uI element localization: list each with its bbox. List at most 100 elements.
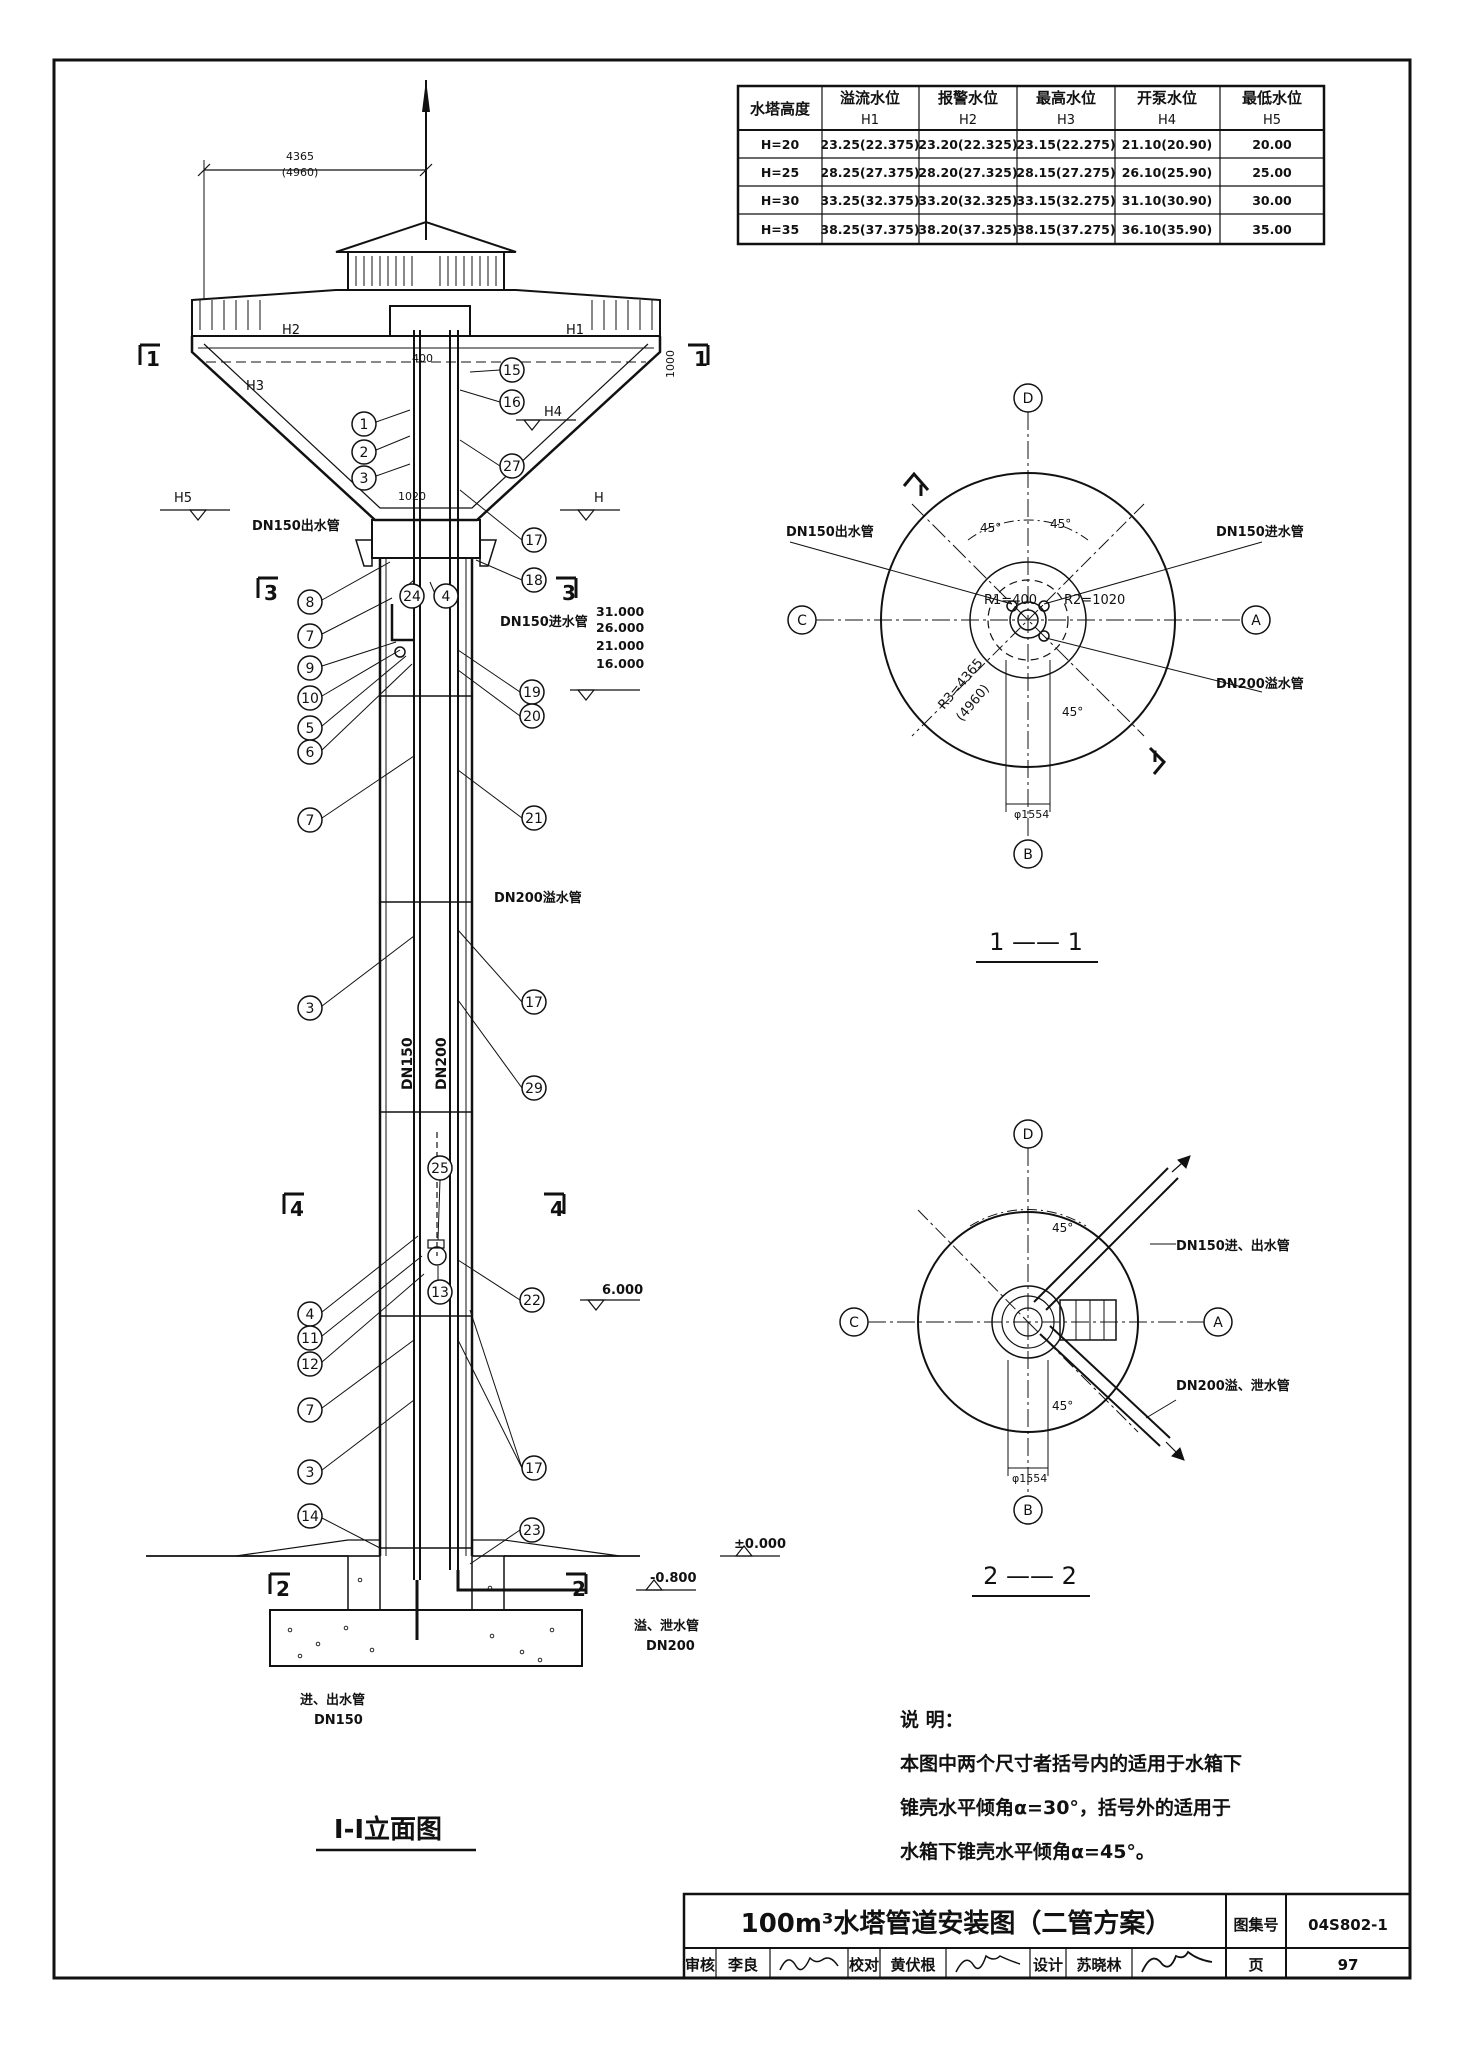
callout-bubble: 18: [475, 559, 547, 593]
check-name: 黄伏根: [890, 1956, 935, 1974]
table-row: H=35 38.25(37.375) 38.20(37.325) 38.15(3…: [761, 222, 1292, 237]
svg-text:17: 17: [525, 1461, 543, 1477]
svg-text:4: 4: [442, 589, 451, 605]
callout-bubble: 3: [351, 463, 411, 491]
axis-d-label: D: [1023, 391, 1034, 407]
svg-text:38.25(37.375): 38.25(37.375): [820, 222, 919, 237]
svg-text:3: 3: [306, 1001, 315, 1017]
level-value: 16.000: [596, 656, 645, 671]
callout-bubble: 21: [457, 769, 547, 831]
atlas-label: 图集号: [1233, 1916, 1278, 1934]
title-block-text: 100m³水塔管道安装图（二管方案） 图集号 04S802-1 审核 李良 校对…: [685, 1908, 1388, 1974]
svg-text:14: 14: [301, 1509, 319, 1525]
svg-text:6: 6: [306, 745, 315, 761]
label-phi-s11: φ1554: [1014, 808, 1049, 821]
callout-bubble: 3: [297, 935, 415, 1021]
table-row: H=20 23.25(22.375) 23.20(22.325) 23.15(2…: [761, 137, 1292, 152]
callout-bubble: 24: [399, 579, 425, 609]
callout-bubble: 6: [297, 663, 413, 765]
callout-bubble: 23: [469, 1517, 545, 1565]
callout-bubble: 10: [297, 649, 401, 711]
callout-bubble: 29: [457, 999, 547, 1101]
callout-bubble: 4: [429, 581, 459, 609]
svg-text:23: 23: [523, 1523, 541, 1539]
svg-text:31.10(30.90): 31.10(30.90): [1122, 193, 1213, 208]
axis-bubble-d: [1013, 1119, 1043, 1149]
axis-bubble-b: [1013, 839, 1043, 869]
callout-bubble: 7: [297, 1339, 415, 1423]
label-r2: R2=1020: [1064, 593, 1125, 608]
svg-text:H=20: H=20: [761, 137, 800, 152]
axis-bubble-b: [1013, 1495, 1043, 1525]
svg-text:38.20(37.325): 38.20(37.325): [918, 222, 1017, 237]
section-1-1-labels: D B C A 45° 45° 45° DN150出水管 DN150进水管 DN…: [786, 383, 1304, 963]
callout-bubble: 7: [297, 755, 415, 833]
elevation-caption: I-I立面图: [334, 1814, 442, 1845]
axis-bubble-c: [839, 1307, 869, 1337]
svg-text:21: 21: [525, 811, 543, 827]
callout-bubble: 17: [457, 929, 547, 1015]
label-inlet-top: DN150进水管: [500, 614, 588, 630]
axis-b-label: B: [1023, 1503, 1033, 1519]
svg-text:8: 8: [306, 595, 315, 611]
callout-bubble: 1: [351, 409, 411, 437]
table-header-5-sub: H5: [1263, 113, 1281, 128]
level-value: 26.000: [596, 620, 645, 635]
cut-mark-top: I: [918, 481, 924, 500]
table-row: H=25 28.25(27.375) 28.20(27.325) 28.15(2…: [761, 165, 1292, 180]
table-header-2: 报警水位: [938, 89, 998, 107]
section-mark-1-left: 1: [146, 347, 160, 371]
table-header-1-sub: H1: [861, 113, 879, 128]
axis-bubble-a: [1203, 1307, 1233, 1337]
page-number: 97: [1338, 1956, 1359, 1974]
axis-d-label: D: [1023, 1127, 1034, 1143]
label-bottom-left-1: 进、出水管: [300, 1692, 365, 1708]
svg-text:7: 7: [306, 1403, 315, 1419]
label-outlet-s11: DN150出水管: [786, 524, 874, 540]
drawing-title: 100m³水塔管道安装图（二管方案）: [741, 1908, 1172, 1939]
callout-bubble: 3: [297, 1399, 415, 1485]
level-h3: H3: [246, 379, 264, 394]
axis-c-label: C: [849, 1315, 859, 1331]
callout-bubble: 15: [469, 357, 525, 383]
callout-bubble: 25: [427, 1155, 453, 1241]
svg-text:25.00: 25.00: [1252, 165, 1292, 180]
level-0: ±0.000: [734, 1537, 786, 1552]
label-overflow-s22: DN200溢、泄水管: [1176, 1378, 1290, 1394]
section-mark-3-left: 3: [264, 581, 278, 605]
svg-text:5: 5: [306, 721, 315, 737]
label-bottom-right-1: 溢、泄水管: [634, 1618, 699, 1634]
notes-title: 说 明：: [900, 1709, 964, 1731]
callout-bubble: 11: [297, 1255, 423, 1351]
svg-text:18: 18: [525, 573, 543, 589]
title-block: [682, 1892, 1412, 1980]
svg-text:H=30: H=30: [761, 193, 800, 208]
design-label: 设计: [1033, 1956, 1063, 1974]
svg-text:10: 10: [301, 691, 319, 707]
svg-text:26.10(25.90): 26.10(25.90): [1122, 165, 1213, 180]
svg-text:17: 17: [525, 995, 543, 1011]
callouts-left: 1 2 3 8 7 9 10 5 6 7 3 4 11 12 7 3 14: [297, 409, 425, 1549]
table-header-1: 溢流水位: [840, 89, 900, 107]
svg-text:23.25(22.375): 23.25(22.375): [820, 137, 919, 152]
svg-text:45°: 45°: [1062, 705, 1083, 719]
svg-text:H=25: H=25: [761, 165, 799, 180]
label-phi-s22: φ1554: [1012, 1472, 1047, 1485]
water-level-table: 水塔高度 溢流水位 H1 报警水位 H2 最高水位 H3 开泵水位 H4 最低水…: [736, 84, 1326, 246]
svg-text:33.25(32.375): 33.25(32.375): [820, 193, 919, 208]
callout-bubble: 8: [297, 561, 391, 615]
callout-bubble: 20: [457, 669, 545, 729]
svg-text:3: 3: [360, 471, 369, 487]
signature-mark: [1141, 1950, 1213, 1973]
svg-text:33.15(32.275): 33.15(32.275): [1016, 193, 1115, 208]
svg-text:45°: 45°: [980, 521, 1001, 535]
label-dn150-vertical: DN150: [400, 1037, 416, 1090]
dim-1020: 1020: [398, 490, 426, 503]
review-name: 李良: [727, 1956, 758, 1974]
label-inlet-s11: DN150进水管: [1216, 524, 1304, 540]
svg-text:20: 20: [523, 709, 541, 725]
axis-b-label: B: [1023, 847, 1033, 863]
section-mark-2-right: 2: [572, 1577, 586, 1601]
level-6: 6.000: [602, 1283, 643, 1298]
